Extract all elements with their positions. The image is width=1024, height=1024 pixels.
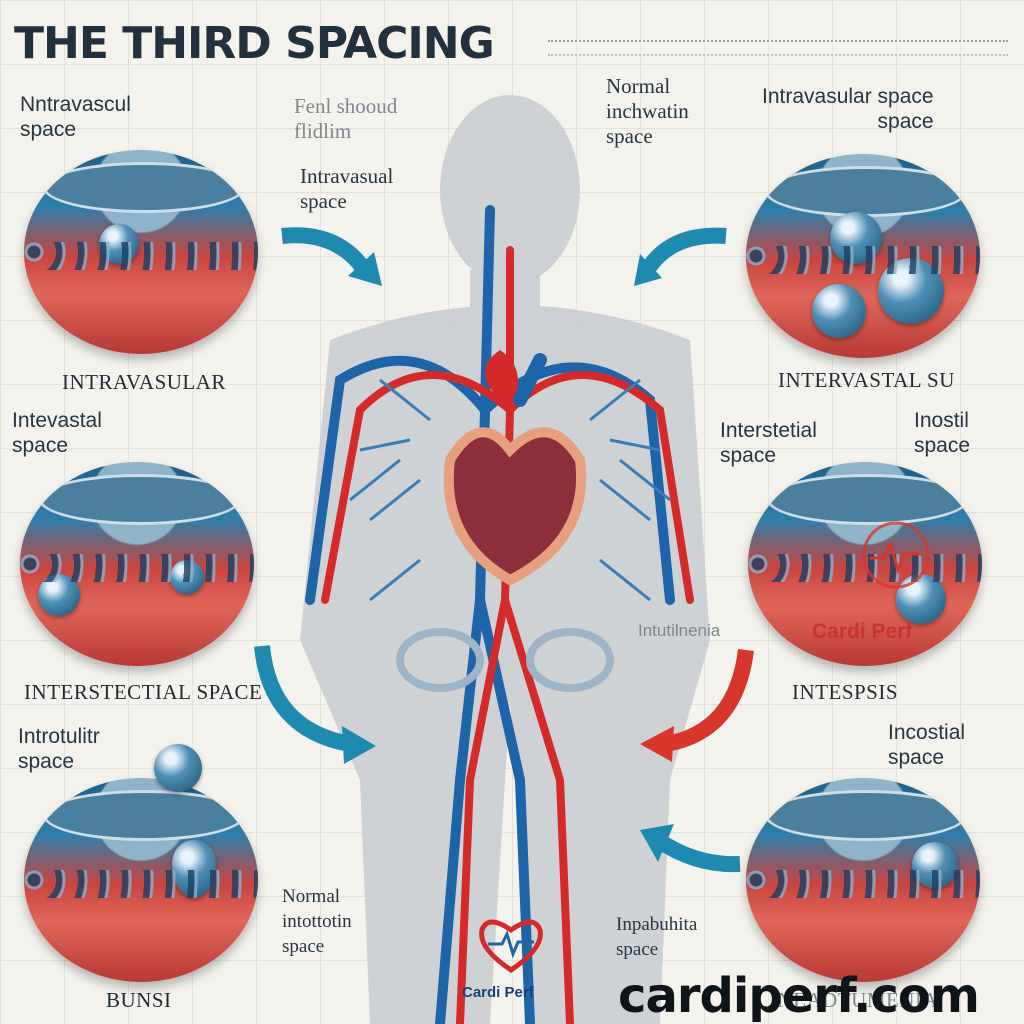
- arrow-to-body-top-right: [634, 227, 727, 286]
- caption-bottom-right: INEADTUMENIA: [770, 988, 939, 1012]
- label-intravascular-right: Intravasular space space: [762, 85, 934, 133]
- pelvis: [396, 628, 614, 692]
- intravascular-circle-right: [746, 154, 980, 358]
- caption-intravascular: INTRAVASULAR: [62, 370, 226, 394]
- brand-logo-text: Cardi Perf: [462, 984, 534, 1001]
- heart-logo-overlay: [862, 521, 930, 589]
- fluid-bubble: [912, 842, 958, 888]
- lung-vessels: [349, 378, 671, 602]
- arrow-to-body-top-left: [281, 227, 382, 286]
- third-space-circle-left: [24, 778, 258, 982]
- intravascular-circle: [24, 150, 258, 354]
- website-domain: cardiperf.com: [618, 968, 980, 1024]
- header-decoration: [548, 40, 1008, 56]
- floating-bubble: [154, 744, 202, 792]
- heart: [443, 350, 587, 586]
- brand-logo-overlay-text: Cardi Perf: [812, 620, 913, 643]
- label-inostil-right: Inostil space: [914, 409, 971, 457]
- label-normal-bottom: Normal intottotin space: [282, 886, 352, 957]
- fluid-bubble: [830, 212, 882, 264]
- caption-bottom-left: BUNSI: [106, 988, 172, 1012]
- human-circulation-figure: [300, 95, 710, 1024]
- arrow-to-body-mid-right: [640, 648, 754, 762]
- page-title: THE THIRD SPACING: [14, 18, 495, 69]
- caption-intervastal: INTERVASTAL SU: [778, 368, 955, 392]
- label-intravascular-space: Nntravascul space: [20, 93, 131, 141]
- fluid-bubble: [170, 560, 204, 594]
- label-intravascular-center: Intravasual space: [300, 164, 394, 213]
- label-incostial-space: Incostial space: [888, 721, 966, 769]
- label-inpa-space: Inpabuhita space: [616, 914, 698, 960]
- arrow-to-body-bottom-right: [640, 824, 741, 873]
- arrow-to-body-mid-left: [254, 645, 376, 764]
- caption-intespsis: INTESPSIS: [792, 680, 899, 704]
- fluid-bubble: [878, 258, 944, 324]
- label-fluid-note: Fenl shooud flidlim: [294, 94, 398, 143]
- label-normal-space: Normal inchwatin space: [606, 74, 689, 148]
- label-interstitial-right: Interstetial space: [720, 419, 817, 467]
- heart-logo: [479, 919, 543, 974]
- label-interstitial-center: Intutilnenia: [638, 621, 721, 640]
- label-third-space: Introtulitr space: [18, 725, 100, 773]
- fluid-droplet: [172, 840, 216, 898]
- label-interstitial-space: Intevastal space: [12, 409, 102, 457]
- caption-interstitial-space: INTERSTECTIAL SPACE: [24, 680, 263, 704]
- fluid-bubble: [38, 574, 80, 616]
- third-space-circle-right: [746, 778, 980, 982]
- fluid-bubble: [99, 224, 139, 264]
- fluid-bubble: [812, 284, 866, 338]
- interstitial-circle: [20, 462, 254, 666]
